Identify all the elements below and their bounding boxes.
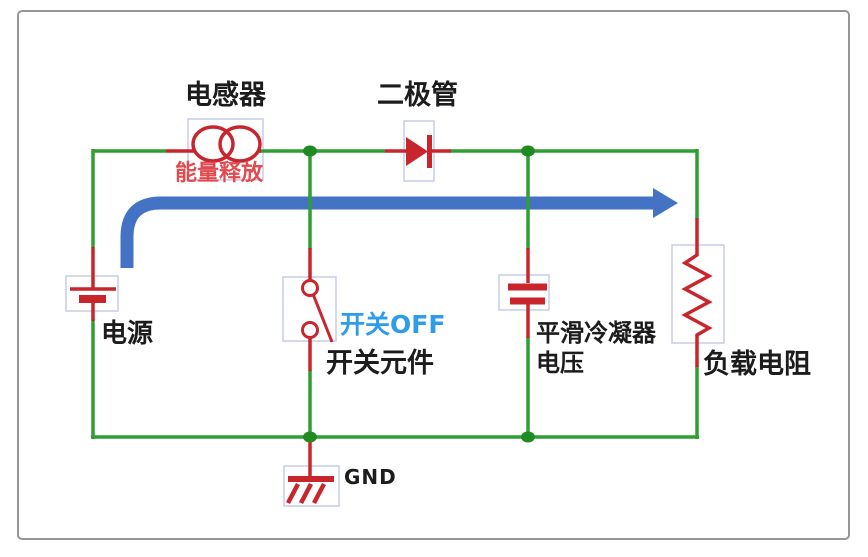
inductor-label: 电感器 — [185, 80, 266, 111]
ground-hash — [312, 482, 326, 505]
open-switch-symbol — [301, 279, 319, 339]
junction-dot — [303, 145, 317, 157]
capacitor-label-line1: 平滑冷凝器 — [536, 319, 656, 347]
diode-symbol — [406, 135, 432, 168]
ground-hash — [286, 482, 300, 505]
arrow-head-icon — [653, 188, 678, 218]
capacitor-box — [498, 274, 550, 311]
diagram-border-frame — [17, 10, 850, 540]
inductor-coil-symbol — [191, 125, 235, 163]
junction-dot — [303, 431, 317, 443]
load-resistor-label: 负载电阻 — [703, 349, 811, 380]
capacitor-label-line2: 电压 — [536, 349, 584, 377]
capacitor-label: 平滑冷凝器 电压 — [536, 318, 656, 378]
junction-dots — [303, 145, 535, 443]
resistor-zigzag-symbol — [681, 218, 713, 367]
switch-component-label: 开关元件 — [326, 348, 434, 379]
circuit-wires — [91, 149, 699, 439]
diode-triangle — [406, 137, 428, 166]
power-source-label: 电源 — [101, 319, 154, 349]
switch-lever — [311, 293, 334, 343]
ground-label: GND — [344, 465, 397, 489]
diode-cathode-bar — [427, 135, 432, 168]
resistor-box — [671, 244, 725, 344]
switch-contact-top — [301, 279, 319, 297]
inductor-coil-symbol — [218, 125, 262, 163]
junction-dot — [521, 145, 535, 157]
energy-release-label: 能量释放 — [175, 161, 264, 186]
diode-label: 二极管 — [377, 80, 458, 111]
ground-hash — [299, 482, 313, 505]
switch-contact-bottom — [301, 321, 319, 339]
switch-state-label: 开关OFF — [340, 310, 446, 339]
current-flow-arrow — [120, 188, 678, 268]
junction-dot — [521, 431, 535, 443]
red-component-strokes — [70, 125, 713, 505]
